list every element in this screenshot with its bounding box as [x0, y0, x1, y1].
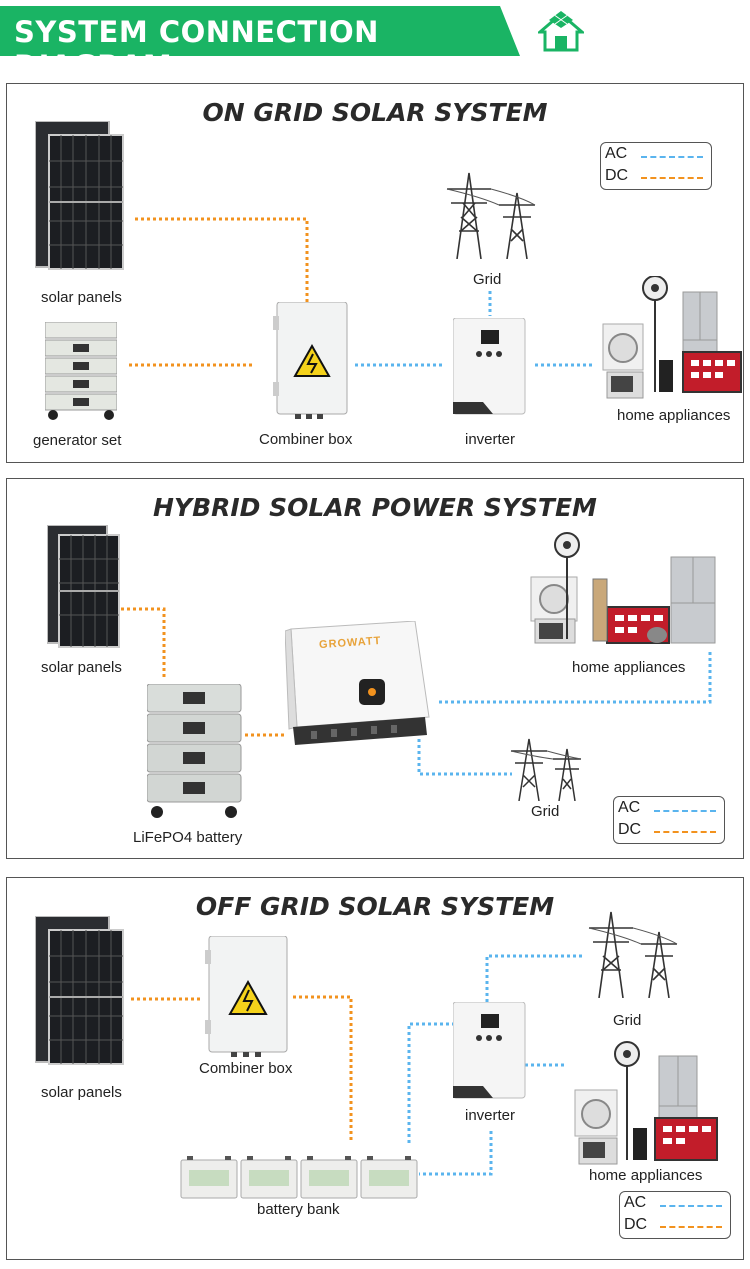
grid-tower-icon: [588, 911, 678, 998]
hybrid-solar-panels-label: solar panels: [41, 659, 122, 676]
home-appliances-icon: [530, 532, 716, 644]
legend-dc-label: DC: [624, 1216, 648, 1233]
wire-inverter-to-grid: [485, 954, 585, 1002]
off-grid-grid-label: Grid: [613, 1012, 642, 1029]
solar-panels-icon: [35, 121, 124, 270]
grid-tower-icon: [446, 172, 536, 259]
combiner-box-icon: [205, 936, 288, 1057]
header-banner: SYSTEM CONNECTION DIAGRAM: [0, 6, 520, 83]
inverter-icon: [453, 318, 526, 415]
wire-combiner-to-battery: [293, 995, 353, 1143]
wire-inverter-return-to-battery: [419, 1131, 493, 1176]
legend-dc-line: [641, 177, 703, 179]
off-grid-home-appliances-label: home appliances: [589, 1167, 703, 1184]
wire-inverter-to-grid: [417, 739, 512, 776]
hybrid-title: HYBRID SOLAR POWER SYSTEM: [153, 493, 597, 522]
legend-ac-line: [660, 1205, 722, 1207]
inverter-icon: [453, 1002, 526, 1099]
solar-panels-icon: [47, 525, 120, 648]
hybrid-home-appliances-label: home appliances: [572, 659, 686, 676]
page-title: SYSTEM CONNECTION DIAGRAM: [14, 15, 379, 83]
home-appliances-icon: [574, 1041, 718, 1165]
legend-dc-line: [660, 1226, 722, 1228]
off-grid-solar-panels-label: solar panels: [41, 1084, 122, 1101]
off-grid-title: OFF GRID SOLAR SYSTEM: [195, 892, 555, 921]
solar-house-icon: [538, 11, 584, 52]
legend-dc-label: DC: [605, 167, 629, 184]
wire-solar-to-combiner: [135, 217, 309, 302]
legend-ac-line: [654, 810, 716, 812]
combiner-box-icon: [273, 302, 348, 419]
legend-dc-label: DC: [618, 821, 642, 838]
off-grid-battery-bank-label: battery bank: [257, 1201, 340, 1218]
home-appliances-icon: [602, 276, 742, 399]
hybrid-inverter-icon: [285, 621, 430, 745]
hybrid-grid-label: Grid: [531, 803, 560, 820]
on-grid-inverter-label: inverter: [465, 431, 516, 448]
solar-panels-icon: [35, 916, 124, 1065]
on-grid-solar-panels-label: solar panels: [41, 289, 122, 306]
hybrid-wires: [121, 607, 712, 776]
wire-inverter-to-appliances: [439, 649, 712, 704]
grid-tower-icon: [510, 738, 582, 801]
wire-battery-to-inverter: [407, 1022, 453, 1143]
wire-solar-to-battery: [121, 607, 166, 679]
off-grid-combiner-box-label: Combiner box: [199, 1060, 293, 1077]
legend-ac-line: [641, 156, 703, 158]
hybrid-panel: HYBRID SOLAR POWER SYSTEM AC DC solar pa…: [6, 478, 744, 859]
on-grid-wires: [129, 217, 593, 367]
on-grid-grid-label: Grid: [473, 271, 502, 288]
header-banner-shape: [0, 6, 520, 56]
on-grid-combiner-box-label: Combiner box: [259, 431, 353, 448]
on-grid-home-appliances-label: home appliances: [617, 407, 731, 424]
off-grid-legend: AC DC: [619, 1191, 731, 1239]
on-grid-generator-set-label: generator set: [33, 432, 122, 449]
battery-bank-icon: [180, 1156, 418, 1199]
on-grid-legend: AC DC: [600, 142, 712, 190]
hybrid-battery-label: LiFePO4 battery: [133, 829, 243, 846]
off-grid-wires: [131, 954, 585, 1176]
legend-dc-line: [654, 831, 716, 833]
generator-set-icon: [45, 322, 117, 420]
legend-ac-label: AC: [618, 799, 641, 816]
lifepo4-battery-icon: [147, 684, 242, 818]
off-grid-inverter-label: inverter: [465, 1107, 516, 1124]
hybrid-legend: AC DC: [613, 796, 725, 844]
off-grid-panel: OFF GRID SOLAR SYSTEM AC DC solar panels…: [6, 877, 744, 1260]
on-grid-panel: ON GRID SOLAR SYSTEM AC DC solar panels …: [6, 83, 744, 463]
legend-ac-label: AC: [624, 1194, 647, 1211]
on-grid-title: ON GRID SOLAR SYSTEM: [202, 98, 548, 127]
legend-ac-label: AC: [605, 145, 628, 162]
